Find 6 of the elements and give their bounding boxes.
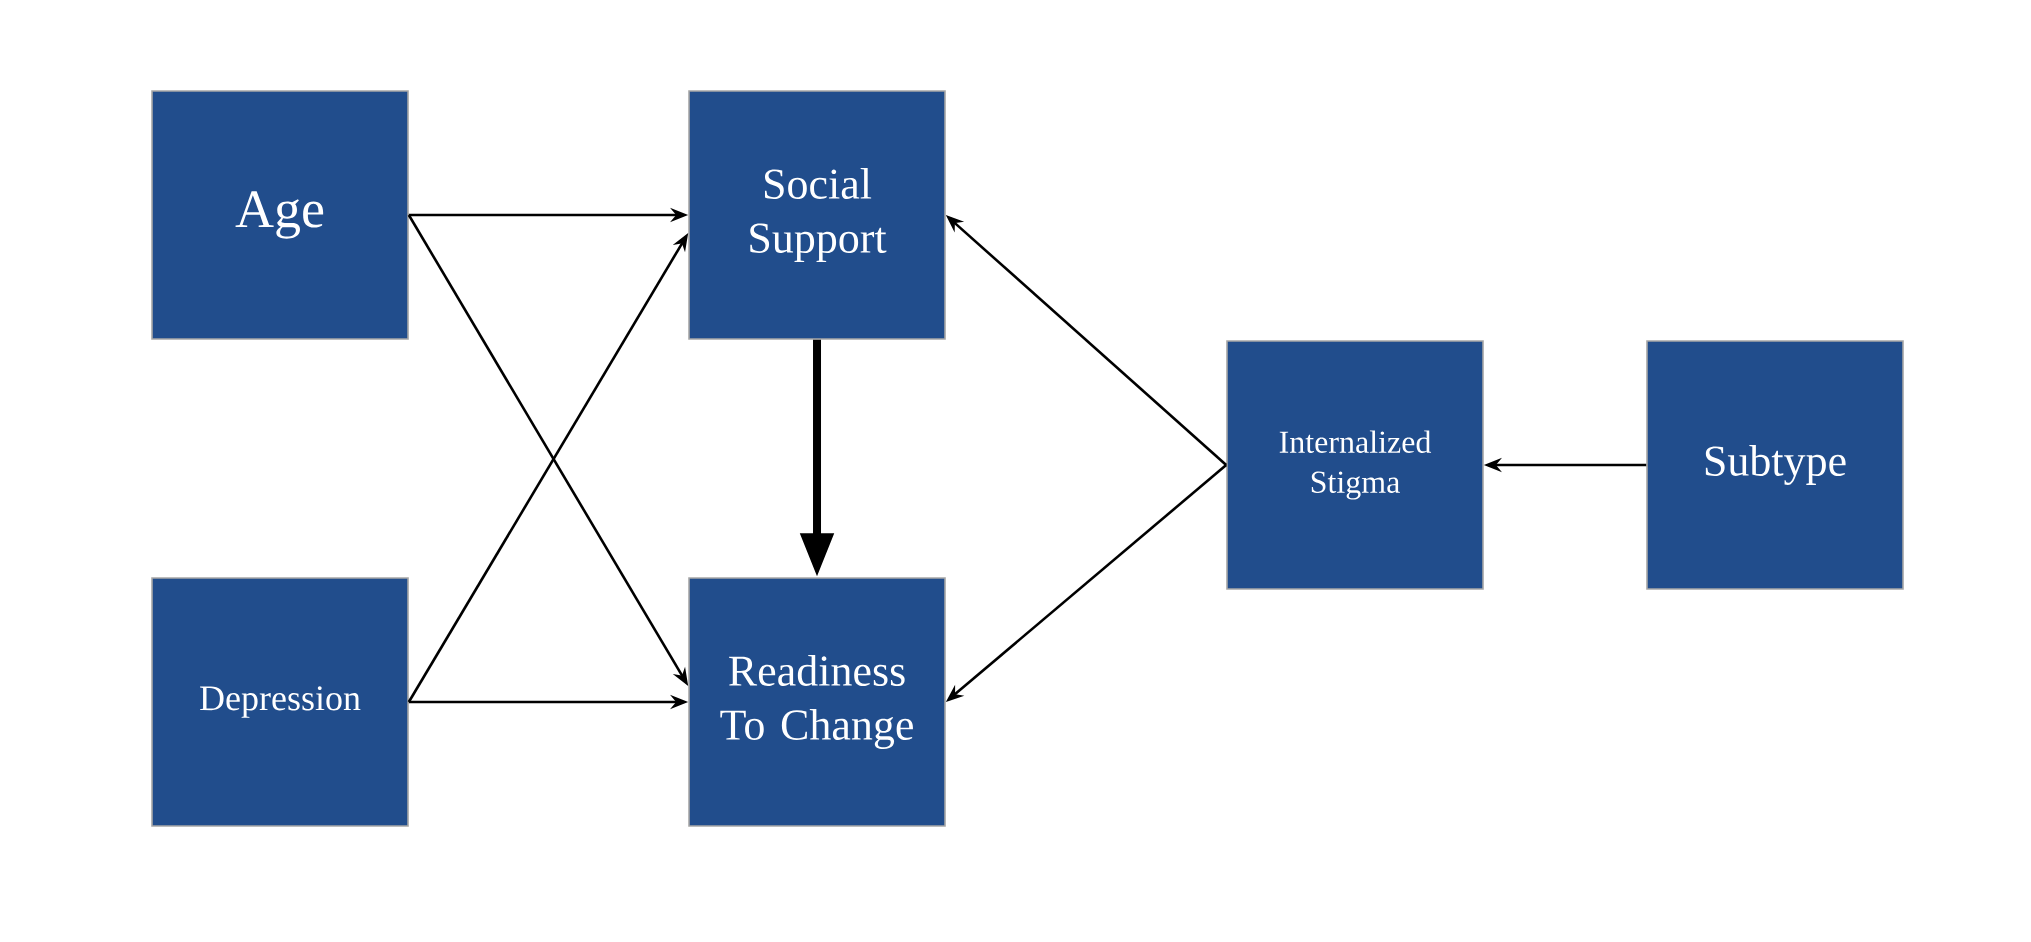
variable-box: Subtype: [1646, 340, 1904, 590]
variable-box: Readiness To Change: [688, 577, 946, 827]
variable-box: Depression: [151, 577, 409, 827]
variable-box: Age: [151, 90, 409, 340]
variable-box: Internalized Stigma: [1226, 340, 1484, 590]
variable-box: Social Support: [688, 90, 946, 340]
